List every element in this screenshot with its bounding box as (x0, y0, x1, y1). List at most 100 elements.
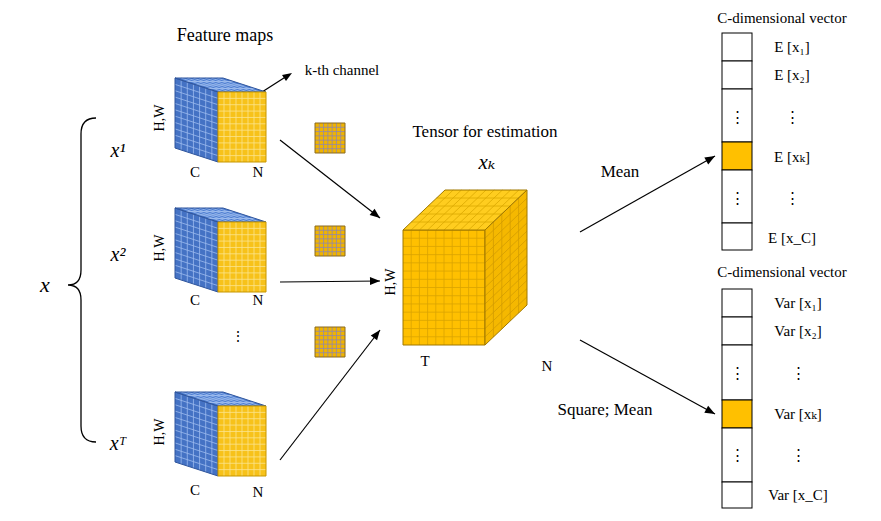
grid-line (175, 246, 218, 260)
face-outline (218, 92, 266, 162)
grid-line (205, 88, 206, 158)
node-text: E [xₖ] (774, 149, 810, 166)
grid-line (485, 264, 527, 304)
grid-line (175, 265, 218, 279)
grid-line (242, 222, 243, 292)
grid-line (207, 218, 255, 219)
grid-line (218, 279, 266, 280)
grid-line (205, 402, 206, 472)
feature-map: H,WCN (148, 68, 280, 184)
connector (580, 156, 715, 232)
cube-side-face (175, 208, 218, 292)
arrowhead (704, 406, 715, 414)
face-outline (175, 392, 218, 476)
connector (280, 277, 380, 285)
grid-line (186, 211, 234, 212)
grid-line (186, 395, 234, 396)
face-fill (218, 222, 266, 292)
tensor-front-face (403, 230, 485, 345)
grid-line (315, 352, 345, 353)
grid-line (419, 190, 461, 230)
label: xᵀ (110, 432, 127, 454)
grid-line (218, 431, 266, 432)
grid-line (452, 190, 494, 230)
grid-line (403, 312, 485, 313)
vector-cell-highlight (722, 142, 752, 170)
node-text: C (190, 164, 200, 181)
grid-line (175, 116, 218, 130)
node-text: H,W (152, 105, 167, 132)
grid-line (403, 246, 485, 247)
vector-cell-highlight (722, 400, 752, 428)
grid-line (236, 406, 237, 476)
grid-line (485, 239, 527, 279)
label: x² (111, 243, 126, 265)
face-outline (315, 226, 345, 256)
node-text: E [x_C] (768, 230, 816, 247)
grid-line (403, 254, 485, 255)
vector-cell (722, 33, 752, 61)
face-outline (175, 392, 266, 406)
grid-line (315, 331, 345, 332)
face-outline (315, 123, 345, 153)
node-text: ⋮ (730, 109, 745, 126)
grid-line (197, 85, 245, 86)
face-fill (315, 226, 345, 256)
grid-line (175, 411, 218, 425)
node-text: ⋮ (730, 447, 745, 464)
grid-line (193, 214, 194, 284)
node-text: Var [x₂] (774, 323, 821, 340)
cube-front-face (218, 92, 266, 162)
node-text: N (253, 292, 264, 309)
grid-line (218, 142, 266, 143)
grid-line (218, 130, 266, 131)
vector-column: C-dimensional vectorE [x₁]E [x₂]⋮⋮E [xₖ]… (715, 5, 867, 257)
estimation-tensor: Tensor for estimationxₖH,WTN (380, 118, 580, 380)
grid-line (205, 218, 206, 288)
node-text: Var [x_C] (768, 487, 828, 504)
brace (68, 118, 96, 442)
node-text: ⋮ (785, 109, 800, 126)
grid-line (315, 127, 345, 128)
grid-line (207, 402, 255, 403)
label: Feature maps (177, 26, 273, 46)
grid-line (181, 394, 182, 464)
grid-line (175, 240, 218, 254)
cube-side-face (175, 78, 218, 162)
vector-cell (722, 317, 752, 345)
grid-line (403, 287, 485, 288)
vector-cell (722, 428, 752, 482)
grid-line (485, 215, 527, 255)
grid-line (175, 259, 218, 273)
grid-line (175, 272, 218, 286)
vector-cell (722, 289, 752, 317)
grid-line (175, 456, 218, 470)
grid-line (485, 206, 527, 246)
grid-line (175, 142, 218, 156)
leader-line (262, 76, 287, 92)
grid-line (403, 320, 485, 321)
grid-line (218, 469, 266, 470)
node-text: N (253, 484, 264, 501)
face-outline (315, 327, 345, 357)
grid-line (218, 444, 266, 445)
grid-line (218, 285, 266, 286)
edge-label: Square; Mean (556, 401, 655, 420)
face-fill (175, 392, 218, 476)
node-text: ⋮ (791, 447, 806, 464)
grid-line (485, 198, 527, 238)
grid-line (218, 412, 266, 413)
grid-line (187, 396, 188, 466)
grid-line (236, 222, 237, 292)
face-fill (485, 190, 527, 345)
grid-line (175, 437, 218, 451)
label: x¹ (111, 139, 126, 161)
channel-slice (315, 327, 345, 357)
grid-line (199, 400, 200, 470)
grid-line (315, 148, 345, 149)
grid-line (403, 328, 485, 329)
grid-line (224, 222, 225, 292)
face-outline (175, 208, 218, 292)
vector-cell (722, 223, 752, 250)
cube-top-face (175, 392, 266, 406)
